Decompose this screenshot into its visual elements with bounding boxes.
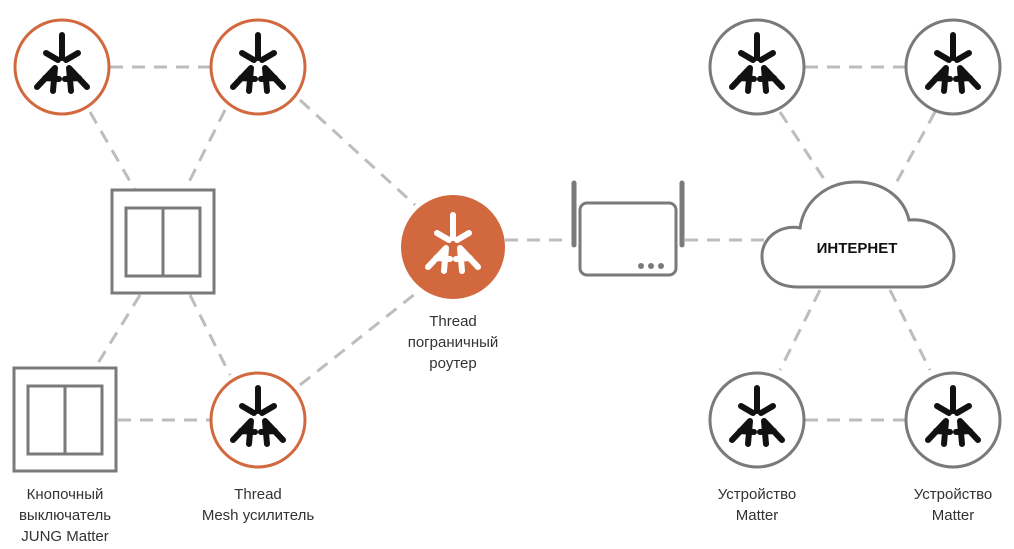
device-right-label: Устройство Matter [893, 484, 1013, 526]
link-panel-to-repeater-b [188, 294, 232, 376]
cloud-icon [760, 180, 956, 289]
link-cloud-to-device-br [888, 289, 932, 371]
thread-repeater-top [209, 18, 307, 116]
link-switch-a-to-panel [88, 111, 137, 191]
device-right-label-line-1: Устройство [913, 486, 993, 503]
wifi-router-icon [571, 180, 685, 277]
device-left-label: Устройство Matter [697, 484, 817, 526]
matter-device-bottom-right [904, 371, 1002, 469]
thread-repeater-bottom [209, 371, 307, 469]
switch-label-line-2: выключатель [18, 507, 112, 524]
device-right-label-line-2: Matter [931, 507, 975, 524]
link-device-tr-to-cloud [893, 111, 937, 186]
connector-lines [88, 65, 937, 422]
thread-border-router [401, 195, 505, 299]
matter-device-top-right [904, 18, 1002, 116]
border-router-label: Thread пограничный роутер [393, 311, 513, 374]
device-left-label-line-1: Устройство [717, 486, 797, 503]
switch-panel-icon [12, 366, 118, 473]
link-repeater-a-to-border-router [298, 98, 417, 207]
matter-device-bottom-left [708, 371, 806, 469]
switch-label-line-3: JUNG Matter [21, 528, 109, 545]
link-repeater-b-to-border-router [299, 288, 421, 387]
repeater-label: Thread Mesh усилитель [183, 484, 333, 526]
thread-matter-device-top-left [13, 18, 111, 116]
border-router-label-line-3: роутер [429, 355, 477, 372]
repeater-label-line-1: Thread [234, 486, 282, 503]
link-repeater-a-to-panel [183, 109, 227, 191]
switch-panel-icon [110, 188, 216, 295]
link-cloud-to-device-bl [778, 289, 822, 371]
matter-device-top-left [708, 18, 806, 116]
switch-label: Кнопочный выключатель JUNG Matter [0, 484, 130, 547]
repeater-label-line-2: Mesh усилитель [201, 507, 315, 524]
switch-label-line-1: Кнопочный [26, 486, 104, 503]
border-router-label-line-1: Thread [429, 313, 477, 330]
border-router-label-line-2: пограничный [407, 334, 499, 351]
link-panel-to-switch-b [93, 294, 142, 369]
device-left-label-line-2: Matter [735, 507, 779, 524]
link-device-tl-to-cloud [778, 111, 830, 186]
internet-label: ИНТЕРНЕТ [817, 240, 898, 257]
